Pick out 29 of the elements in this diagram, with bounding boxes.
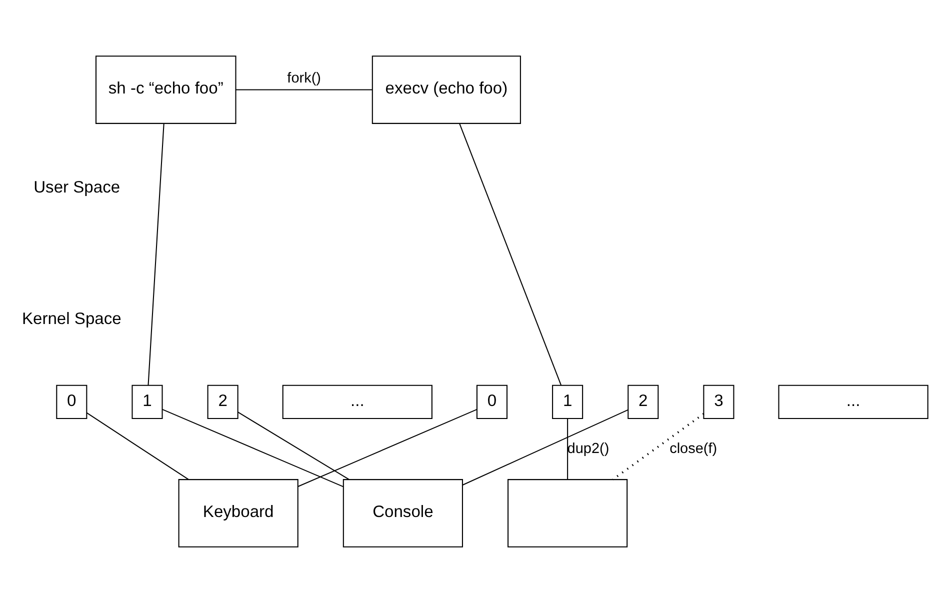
node-box: sh -c “echo foo”: [94, 56, 236, 124]
connector: [612, 412, 704, 480]
node-box: 0: [56, 384, 87, 419]
connector: [162, 408, 343, 488]
connector: [147, 123, 164, 386]
label: User Space: [33, 178, 120, 197]
node-box: Keyboard: [178, 479, 298, 548]
edge-label: fork(): [286, 70, 320, 87]
node-box: 2: [206, 384, 238, 419]
edge-label: dup2(): [566, 440, 609, 457]
node-box: ...: [282, 384, 432, 419]
connector: [235, 89, 372, 90]
connector: [86, 412, 188, 480]
node-box: [507, 479, 628, 548]
edge-label: close(f): [669, 440, 717, 457]
node-box: Console: [342, 479, 462, 548]
connector: [297, 408, 477, 487]
node-box: ...: [778, 384, 928, 419]
node-box: 0: [476, 384, 508, 419]
connector: [237, 412, 349, 480]
node-box: execv (echo foo): [371, 56, 520, 124]
label: Kernel Space: [21, 309, 121, 328]
connector: [462, 409, 628, 486]
node-box: 3: [702, 384, 734, 419]
connector: [566, 418, 568, 480]
node-box: 1: [552, 384, 583, 419]
node-box: 2: [627, 384, 658, 419]
connector: [458, 123, 562, 386]
node-box: 1: [131, 384, 162, 419]
